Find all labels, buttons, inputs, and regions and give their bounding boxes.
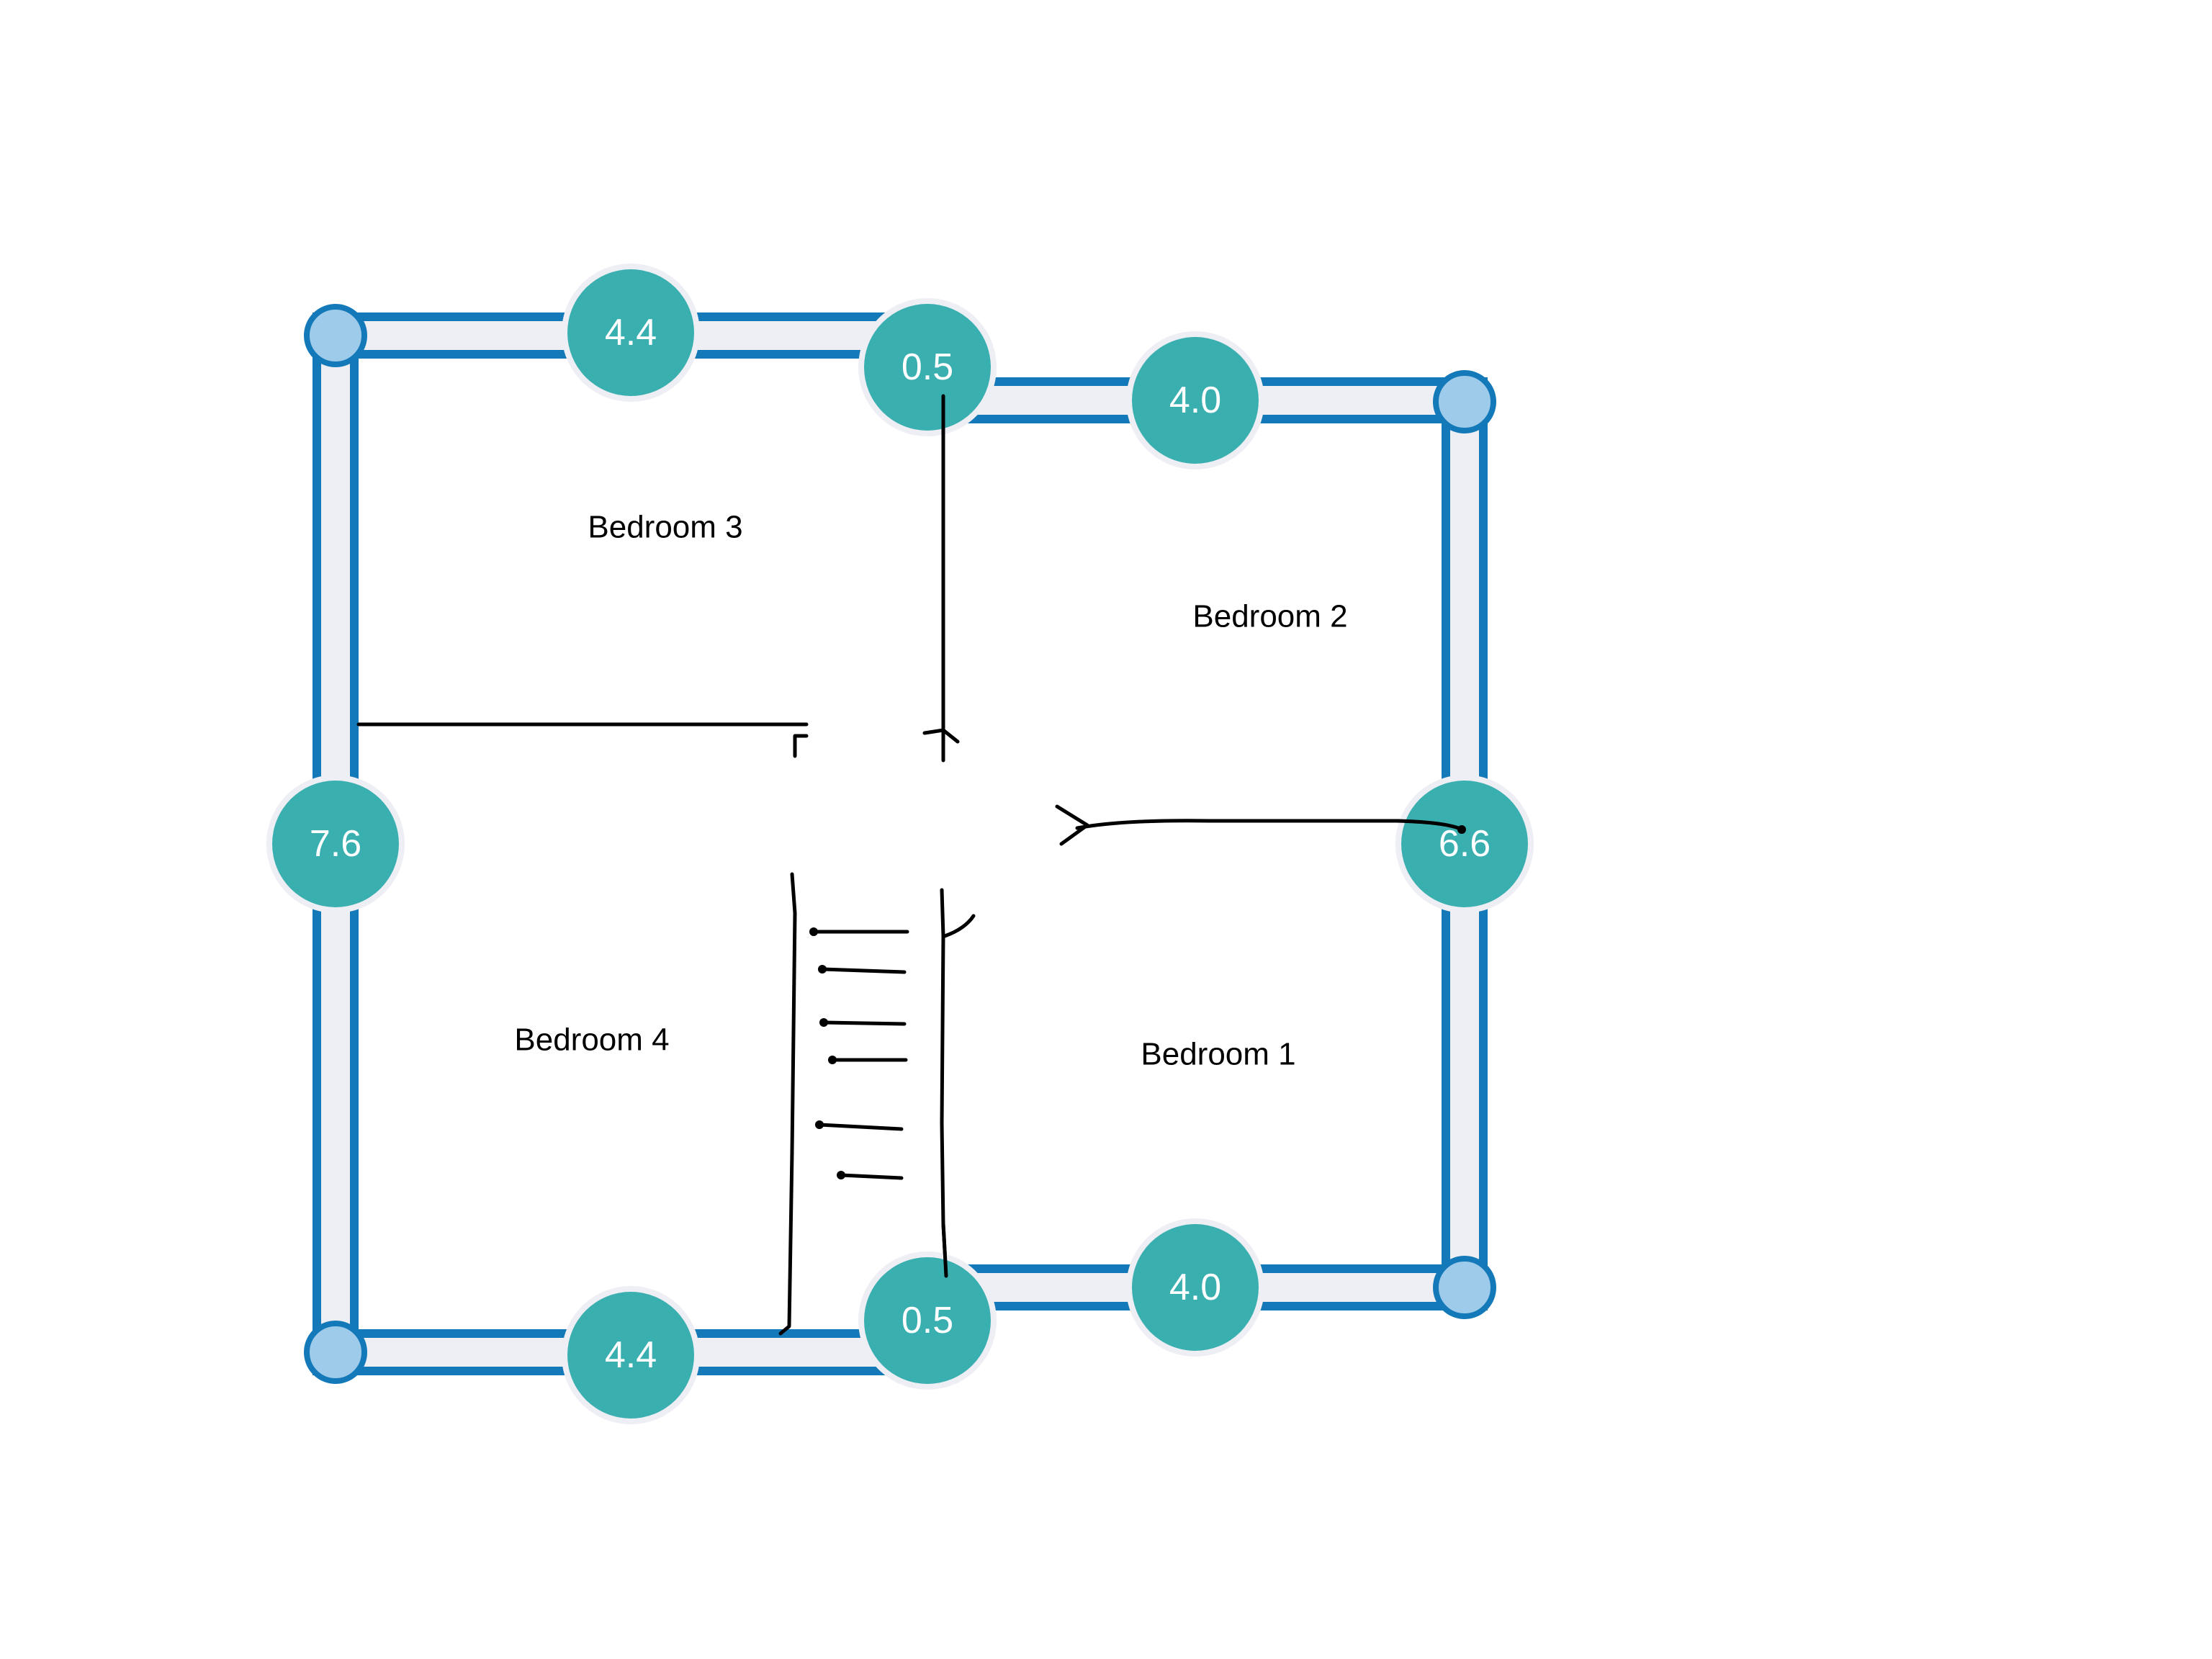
dimension-value: 4.4 — [605, 1334, 657, 1376]
corner-handles — [304, 304, 1496, 1384]
stairs-icon — [809, 927, 909, 1180]
dimension-marker-top-right[interactable]: 4.0 — [1126, 331, 1264, 469]
dimension-value: 7.6 — [310, 823, 361, 865]
dimension-marker-bottom-right[interactable]: 4.0 — [1126, 1218, 1264, 1357]
arrow-end-dot-overlay — [1457, 825, 1466, 834]
door-jamb-top — [922, 728, 960, 744]
stair-tread — [839, 1173, 904, 1180]
dimension-value: 4.4 — [605, 312, 657, 354]
room-label-bedroom-4: Bedroom 4 — [514, 1022, 669, 1058]
dimension-marker-circle[interactable] — [864, 1257, 991, 1384]
dimension-marker-top-middle[interactable]: 0.5 — [858, 298, 997, 436]
stair-dot — [809, 927, 818, 936]
stair-tread — [817, 1123, 904, 1131]
interior-sketch — [356, 394, 1466, 1336]
dimension-marker-top-left[interactable]: 4.4 — [562, 264, 700, 402]
room-label-bedroom-1: Bedroom 1 — [1141, 1037, 1295, 1072]
door-arc-right — [943, 914, 976, 938]
stair-tread — [822, 1020, 907, 1026]
dimension-marker-bottom-left[interactable]: 4.4 — [562, 1286, 700, 1424]
corner-handle-bottom-right[interactable] — [1433, 1256, 1496, 1319]
stair-wall-left — [778, 872, 797, 1336]
stair-dot — [815, 1120, 824, 1129]
stair-dot — [828, 1056, 837, 1064]
dimension-value: 0.5 — [902, 1300, 953, 1341]
room-label-bedroom-3: Bedroom 3 — [588, 510, 742, 545]
dimension-value: 4.0 — [1169, 379, 1221, 421]
dimension-marker-circle[interactable] — [1132, 337, 1259, 464]
dimension-value: 4.0 — [1169, 1267, 1221, 1308]
arrow-head — [1055, 804, 1089, 846]
stair-wall-right-overlay — [941, 1222, 948, 1278]
stair-dot — [818, 965, 827, 974]
corner-handle-top-right[interactable] — [1433, 370, 1496, 433]
dimension-value: 0.5 — [902, 346, 953, 388]
dimension-marker-bottom-middle[interactable]: 0.5 — [858, 1251, 997, 1390]
door-jamb-left — [793, 734, 809, 758]
wall-outline[interactable] — [313, 313, 1488, 1375]
dimension-marker-circle[interactable] — [1401, 781, 1528, 907]
dimension-marker-circle[interactable] — [272, 781, 399, 907]
sketch-overlay — [941, 394, 1466, 1278]
dimension-marker-left[interactable]: 7.6 — [266, 775, 405, 913]
dimension-marker-right[interactable]: 6.6 — [1395, 775, 1534, 913]
stair-dot — [837, 1171, 845, 1179]
dimension-markers: 4.4 0.5 4.0 7.6 6.6 4.4 — [266, 264, 1534, 1424]
wall-outer-stroke[interactable] — [313, 313, 1488, 1375]
room-labels: Bedroom 3 Bedroom 2 Bedroom 4 Bedroom 1 — [514, 510, 1347, 1072]
stair-wall-right — [940, 888, 948, 1278]
stair-tread — [820, 967, 907, 974]
wall-inner-fill[interactable] — [321, 321, 1479, 1367]
corner-handle-top-left[interactable] — [304, 304, 367, 367]
dimension-marker-circle[interactable] — [1132, 1224, 1259, 1351]
corner-handle-bottom-left[interactable] — [304, 1321, 367, 1384]
stair-dot — [819, 1018, 828, 1027]
dimension-marker-circle[interactable] — [567, 1292, 694, 1419]
dimension-marker-circle[interactable] — [567, 269, 694, 396]
room-label-bedroom-2: Bedroom 2 — [1192, 599, 1347, 634]
dimension-marker-circle[interactable] — [864, 304, 991, 431]
